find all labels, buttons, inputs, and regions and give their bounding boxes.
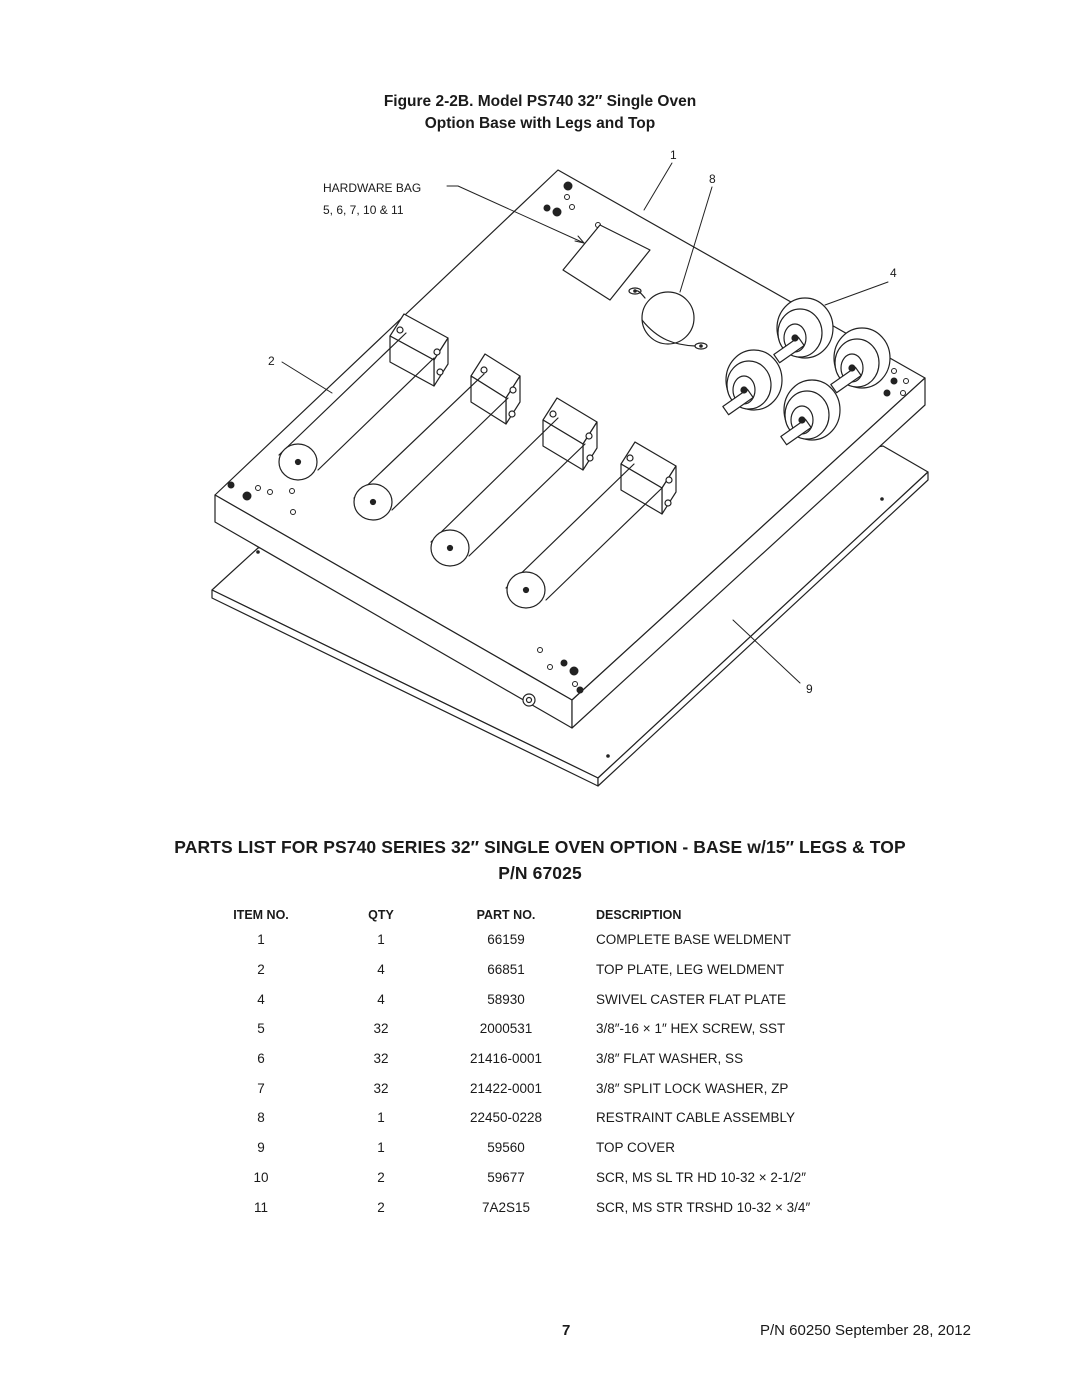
- table-row: 8 1 22450-0228 RESTRAINT CABLE ASSEMBLY: [206, 1103, 916, 1133]
- document-part-number-date: P/N 60250 September 28, 2012: [760, 1322, 971, 1339]
- table-row: 7 32 21422-0001 3/8″ SPLIT LOCK WASHER, ZP: [206, 1073, 916, 1103]
- part-no: 59677: [487, 1169, 525, 1185]
- qty: 4: [377, 991, 385, 1007]
- page-number: 7: [562, 1322, 571, 1339]
- description: SCR, MS SL TR HD 10-32 × 2-1/2″: [596, 1169, 806, 1185]
- description: COMPLETE BASE WELDMENT: [596, 932, 792, 948]
- description: SCR, MS STR TRSHD 10-32 × 3/4″: [596, 1199, 811, 1215]
- callout-4: 4: [890, 266, 897, 280]
- base-holes: [227, 181, 909, 694]
- ground-stud-icon: [522, 693, 536, 707]
- description: TOP COVER: [596, 1140, 676, 1156]
- header-qty: QTY: [368, 908, 394, 922]
- part-no: 21416-0001: [469, 1051, 543, 1067]
- caster-1: [773, 297, 834, 364]
- figure-title: Figure 2-2B. Model PS740 32″ Single Oven: [383, 93, 697, 110]
- description: 3/8″-16 × 1″ HEX SCREW, SST: [596, 1021, 786, 1037]
- leg-3: [430, 397, 598, 567]
- item-no: 8: [257, 1110, 265, 1126]
- qty: 32: [373, 1051, 389, 1067]
- qty: 2: [377, 1199, 385, 1215]
- table-row: 11 2 7A2S15 SCR, MS STR TRSHD 10-32 × 3/4″: [206, 1192, 916, 1222]
- caster-4: [780, 379, 841, 446]
- item-no: 1: [257, 932, 265, 948]
- item-no: 11: [253, 1199, 268, 1215]
- qty: 2: [377, 1169, 385, 1185]
- callout-8: 8: [709, 172, 716, 186]
- item-no: 9: [257, 1140, 265, 1156]
- table-row: 2 4 66851 TOP PLATE, LEG WELDMENT: [206, 955, 916, 985]
- part-no: 66851: [487, 962, 525, 978]
- part-no: 22450-0228: [469, 1110, 543, 1126]
- description: SWIVEL CASTER FLAT PLATE: [596, 991, 787, 1007]
- qty: 1: [377, 932, 385, 948]
- part-no: 58930: [487, 991, 525, 1007]
- leg-1: [278, 313, 449, 481]
- parts-table-header: ITEM NO. QTY PART NO. DESCRIPTION: [206, 905, 916, 925]
- caster-2: [830, 327, 891, 394]
- description: TOP PLATE, LEG WELDMENT: [596, 962, 785, 978]
- table-row: 1 1 66159 COMPLETE BASE WELDMENT: [206, 925, 916, 955]
- item-no: 5: [257, 1021, 265, 1037]
- callout-hardware-bag: HARDWARE BAG: [323, 181, 422, 195]
- part-no: 66159: [487, 932, 525, 948]
- table-row: 4 4 58930 SWIVEL CASTER FLAT PLATE: [206, 984, 916, 1014]
- table-row: 10 2 59677 SCR, MS SL TR HD 10-32 × 2-1/2″: [206, 1163, 916, 1193]
- description: 3/8″ FLAT WASHER, SS: [596, 1051, 744, 1067]
- item-no: 6: [257, 1051, 265, 1067]
- callout-9: 9: [806, 682, 813, 696]
- callout-hardware-bag-items: 5, 6, 7, 10 & 11: [323, 203, 404, 217]
- qty: 1: [377, 1140, 385, 1156]
- cover-holes: [256, 497, 884, 758]
- part-no: 7A2S15: [481, 1199, 531, 1215]
- qty: 32: [373, 1080, 389, 1096]
- exploded-assembly-drawing: [211, 162, 929, 787]
- table-row: 6 32 21416-0001 3/8″ FLAT WASHER, SS: [206, 1044, 916, 1074]
- header-part-no: PART NO.: [476, 908, 536, 922]
- header-description: DESCRIPTION: [596, 908, 682, 922]
- callout-1: 1: [670, 148, 677, 162]
- part-no: 59560: [487, 1140, 525, 1156]
- callout-2: 2: [268, 354, 275, 368]
- qty: 4: [377, 962, 385, 978]
- table-row: 9 1 59560 TOP COVER: [206, 1133, 916, 1163]
- item-no: 10: [253, 1169, 269, 1185]
- header-item-no: ITEM NO.: [233, 908, 289, 922]
- description: RESTRAINT CABLE ASSEMBLY: [596, 1110, 796, 1126]
- part-no: 21422-0001: [469, 1080, 543, 1096]
- hardware-bag: [562, 224, 651, 301]
- leg-4: [505, 441, 677, 609]
- item-no: 2: [257, 962, 265, 978]
- table-row: 5 32 2000531 3/8″-16 × 1″ HEX SCREW, SST: [206, 1014, 916, 1044]
- part-no: 2000531: [479, 1021, 533, 1037]
- figure-subtitle: Option Base with Legs and Top: [424, 115, 656, 132]
- qty: 1: [377, 1110, 385, 1126]
- item-no: 4: [257, 991, 265, 1007]
- item-no: 7: [257, 1080, 265, 1096]
- leg-2: [353, 353, 521, 521]
- parts-list-title: PARTS LIST FOR PS740 SERIES 32″ SINGLE O…: [174, 837, 906, 857]
- caster-3: [722, 349, 783, 416]
- parts-list-part-number: P/N 67025: [498, 863, 582, 883]
- restraint-cable: [628, 287, 708, 350]
- description: 3/8″ SPLIT LOCK WASHER, ZP: [596, 1080, 789, 1096]
- leader-lines: [281, 162, 889, 684]
- qty: 32: [373, 1021, 389, 1037]
